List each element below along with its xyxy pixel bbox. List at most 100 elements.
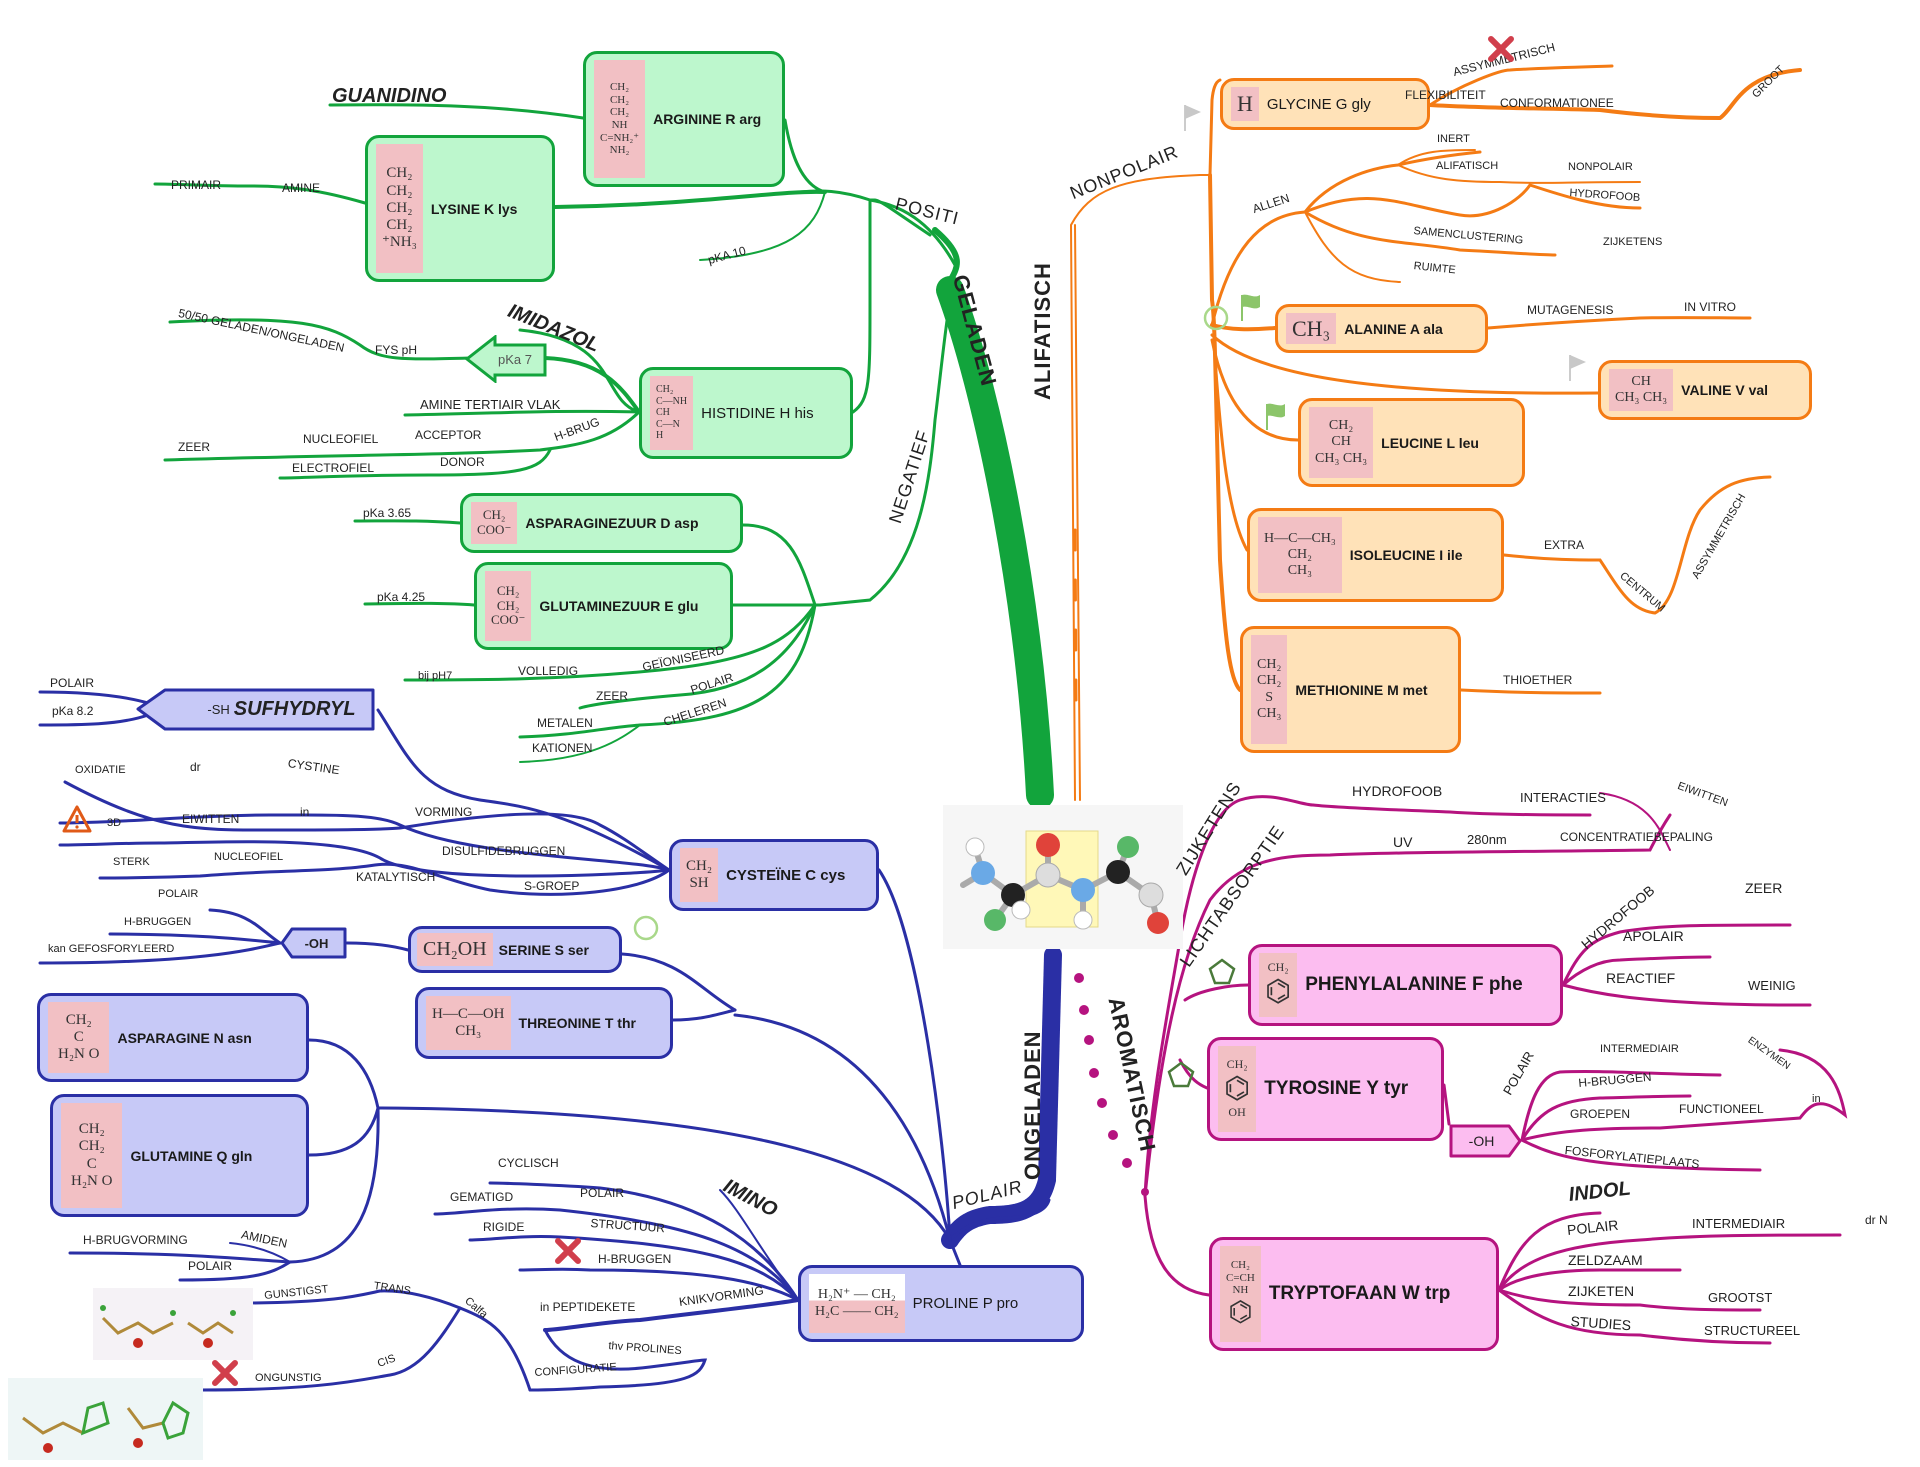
cys-label-katalytisch: KATALYTISCH: [356, 870, 436, 884]
cys-label-in: in: [300, 805, 310, 819]
amide-label-hbrug: H-BRUGVORMING: [83, 1233, 188, 1247]
allen-label-inert: INERT: [1437, 133, 1470, 145]
asp-name: ASPARAGINEZUUR D asp: [525, 515, 699, 531]
node-tyrosine[interactable]: CH₂⌬OH TYROSINE Y tyr: [1207, 1037, 1444, 1141]
cis-proline-image: [8, 1378, 203, 1460]
cross-icon: [212, 1360, 238, 1386]
alifatisch-trunk: [1069, 174, 1211, 801]
valine-name: VALINE V val: [1681, 382, 1769, 398]
node-glycine[interactable]: H GLYCINE G gly: [1220, 78, 1430, 130]
met-label-thioether: THIOETHER: [1503, 673, 1573, 687]
asp-pka: pKa 3.65: [363, 506, 412, 520]
sufhydryl-name: SUFHYDRYL: [233, 698, 356, 720]
tyr-label-in: in: [1812, 1093, 1821, 1105]
oh-label-hbruggen: H-BRUGGEN: [124, 916, 192, 928]
pentagon-icon: [1167, 1061, 1195, 1088]
phe-label-zeer: ZEER: [1745, 880, 1783, 896]
nitrogen-atom: [971, 861, 995, 885]
tyrosine-formula: CH₂⌬OH: [1218, 1046, 1257, 1132]
asparagine-name: ASPARAGINE N asn: [117, 1029, 252, 1046]
trans-peptide-image: [93, 1288, 253, 1360]
his-label-nucleofiel: NUCLEOFIEL: [303, 432, 379, 446]
tryptofaan-name: TRYPTOFAAN W trp: [1268, 1283, 1451, 1304]
his-label-amine: AMINE TERTIAIR VLAK: [420, 397, 561, 412]
oh-label-fosfo: kan GEFOSFORYLEERD: [48, 943, 175, 955]
node-oh-serine[interactable]: -OH: [280, 927, 347, 959]
neg-label-zeer: ZEER: [596, 689, 629, 703]
cys-label-oxidatie: OXIDATIE: [75, 764, 126, 776]
gly-label-conf: CONFORMATIONEE: [1500, 96, 1614, 110]
ala-label-vitro: IN VITRO: [1684, 300, 1737, 314]
trp-label-zijketen: ZIJKETEN: [1568, 1283, 1635, 1299]
cys-label-dr: dr: [190, 760, 201, 774]
node-serine[interactable]: CH₂OH SERINE S ser: [408, 926, 622, 973]
alanine-name: ALANINE A ala: [1344, 320, 1443, 337]
ongeladen-label: ONGELADEN: [1020, 1030, 1045, 1180]
cys-label-eiwitten: EIWITTEN: [182, 812, 240, 826]
neg-label-metalen: METALEN: [537, 716, 593, 730]
trp-label-structureel: STRUCTUREEL: [1704, 1323, 1801, 1338]
proline-name: PROLINE P pro: [912, 1295, 1019, 1312]
pro-label-cyclisch: CYCLISCH: [498, 1156, 559, 1170]
sh-label-polair: POLAIR: [50, 676, 95, 690]
pro-label-ongunstig: ONGUNSTIG: [255, 1372, 322, 1384]
cys-label-nucleofiel: NUCLEOFIEL: [214, 851, 284, 863]
his-label-electrofiel: ELECTROFIEL: [292, 461, 375, 475]
geladen-trunk: [936, 276, 1054, 809]
pro-label-hbruggen: H-BRUGGEN: [598, 1252, 672, 1266]
flag-green-icon: [1241, 294, 1260, 321]
oh-label-polair: POLAIR: [158, 888, 199, 900]
isoleucine-name: ISOLEUCINE I ile: [1349, 547, 1463, 563]
ongeladen-trunk: [941, 946, 1062, 1249]
cross-icon: [555, 1238, 581, 1264]
trp-label-zeldzaam: ZELDZAAM: [1568, 1252, 1643, 1268]
his-label-acceptor: ACCEPTOR: [415, 428, 482, 442]
cys-label-vorming: VORMING: [415, 805, 473, 819]
glu-name: GLUTAMINEZUUR E glu: [539, 598, 699, 614]
node-alanine[interactable]: CH₃ ALANINE A ala: [1275, 304, 1488, 353]
arom-label-hydrofoob: HYDROFOOB: [1352, 783, 1443, 799]
arom-label-conc: CONCENTRATIEBEPALING: [1560, 830, 1713, 844]
ile-label-extra: EXTRA: [1544, 538, 1585, 552]
pro-label-gematigd: GEMATIGD: [450, 1190, 514, 1204]
cys-label-3d: 3D: [107, 817, 122, 829]
node-phenylalanine[interactable]: CH₂⌬ PHENYLALANINE F phe: [1248, 944, 1563, 1026]
cross-icon: [1488, 36, 1514, 62]
tyrosine-name: TYROSINE Y tyr: [1264, 1078, 1409, 1099]
allen-label-alifatisch: ALIFATISCH: [1436, 160, 1499, 172]
node-oh-tyrosine[interactable]: -OH: [1449, 1124, 1522, 1158]
tyr-label-functioneel: FUNCTIONEEL: [1679, 1102, 1764, 1116]
tyr-label-intermediair: INTERMEDIAIR: [1600, 1043, 1679, 1055]
node-sufhydryl[interactable]: -SH SUFHYDRYL: [135, 688, 378, 731]
arginine-name: ARGININE R arg: [653, 111, 762, 127]
pro-label-rigide: RIGIDE: [483, 1220, 525, 1234]
circle-marker-icon: [633, 915, 659, 941]
leucine-name: LEUCINE L leu: [1381, 434, 1479, 451]
phenylalanine-name: PHENYLALANINE F phe: [1305, 974, 1523, 995]
